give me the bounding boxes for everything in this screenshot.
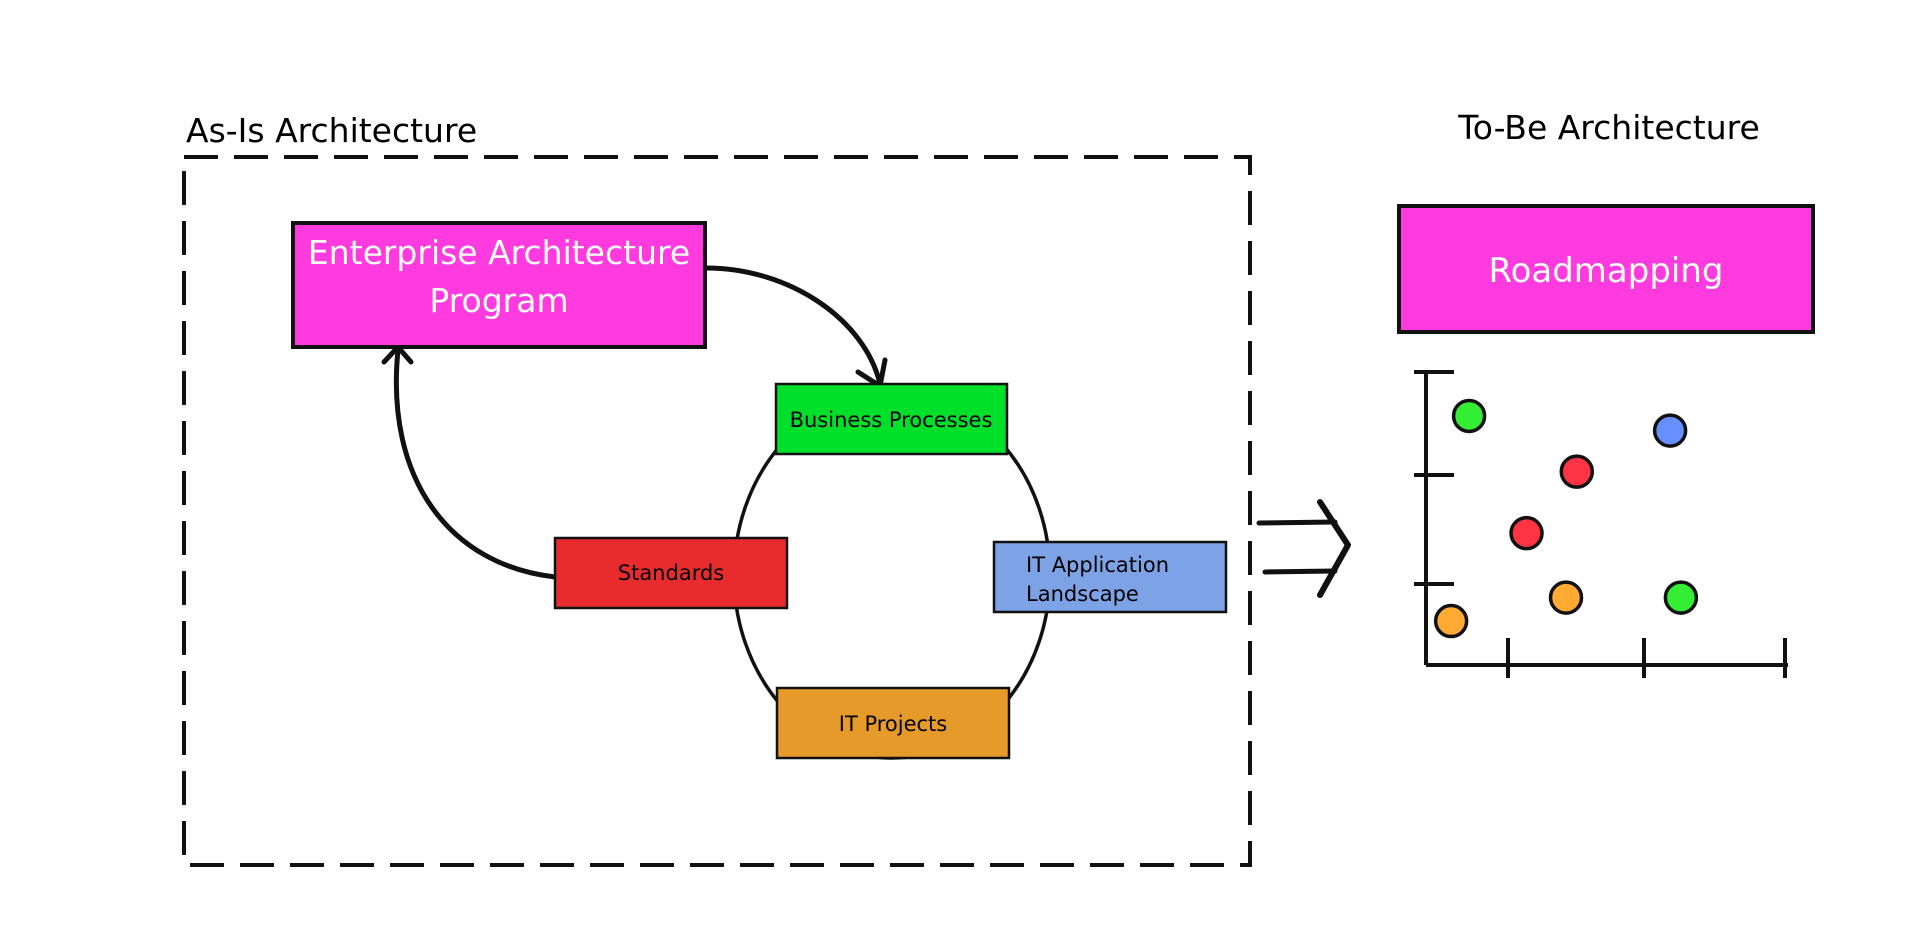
plot-point — [1548, 580, 1584, 615]
roadmapping-box[interactable]: Roadmapping — [1397, 204, 1815, 334]
node-label: IT Projects — [839, 712, 948, 736]
plot-point — [1663, 580, 1699, 615]
node-label: Business Processes — [790, 408, 993, 432]
node-it-projects[interactable]: IT Projects — [775, 686, 1011, 760]
plot-point — [1509, 515, 1544, 551]
plot-point — [1559, 454, 1595, 489]
plot-point — [1451, 398, 1487, 434]
as-is-boundary — [182, 155, 1252, 867]
program-label-line2: Program — [429, 281, 568, 320]
node-label-line1: IT Application — [1026, 553, 1169, 577]
to-be-title: To-Be Architecture — [1457, 108, 1760, 147]
arrow-standards-to-program — [381, 344, 556, 580]
as-is-title: As-Is Architecture — [186, 111, 477, 150]
plot-point — [1433, 603, 1469, 639]
node-standards[interactable]: Standards — [553, 536, 789, 610]
roadmapping-label: Roadmapping — [1488, 251, 1723, 291]
arrow-program-to-business-processes — [705, 265, 888, 389]
plot-point — [1652, 413, 1688, 448]
node-business-processes[interactable]: Business Processes — [774, 382, 1009, 456]
portfolio-plot — [1414, 370, 1788, 678]
node-label-line2: Landscape — [1026, 582, 1139, 606]
program-label-line1: Enterprise Architecture — [308, 233, 690, 272]
node-it-application-landscape[interactable]: IT Application Landscape — [992, 540, 1228, 614]
enterprise-architecture-program-box[interactable]: Enterprise Architecture Program — [291, 221, 707, 349]
double-arrow-right-icon — [1256, 499, 1351, 598]
node-label: Standards — [618, 561, 724, 585]
